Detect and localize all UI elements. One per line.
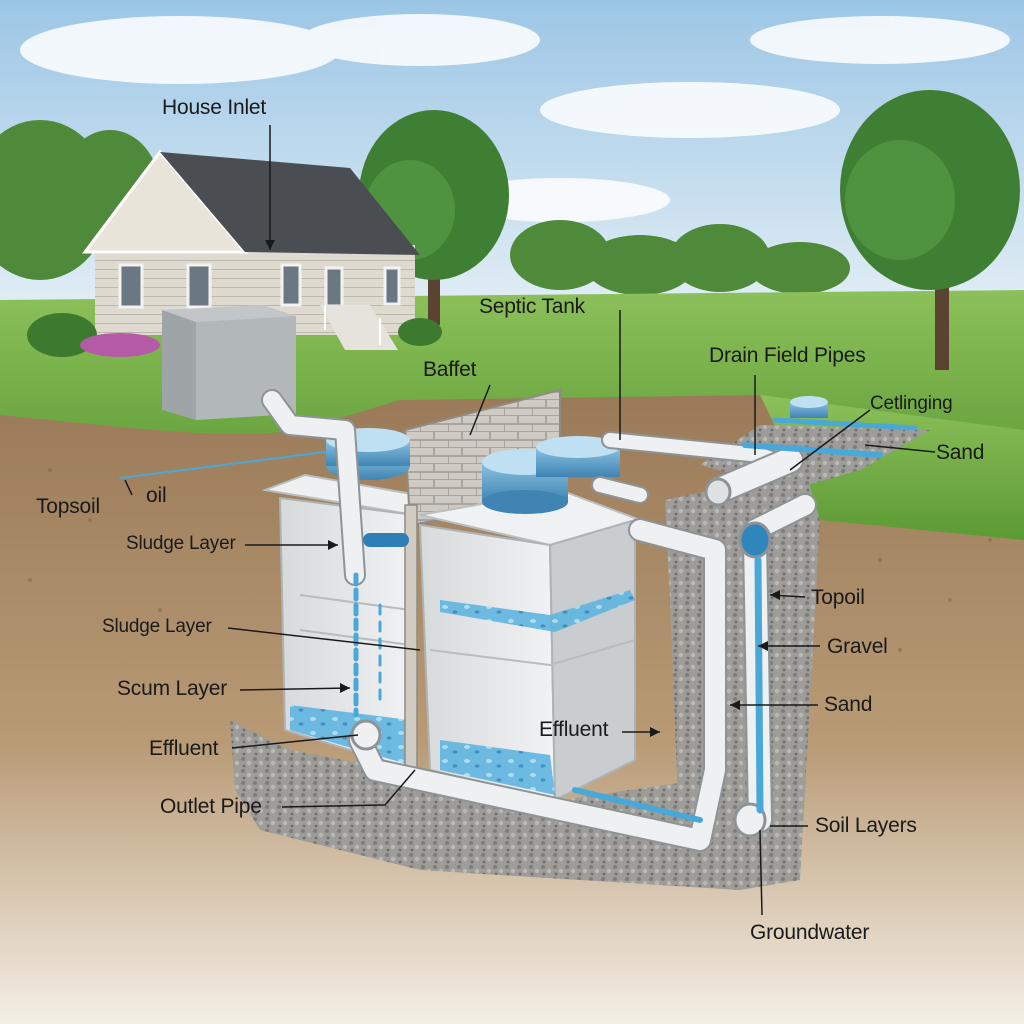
label-oil: oil	[146, 484, 167, 507]
label-sludge-layer-upper: Sludge Layer	[126, 533, 236, 554]
label-cetlinging: Cetlinging	[870, 393, 953, 414]
equipment-box	[162, 305, 296, 420]
label-sludge-layer-lower: Sludge Layer	[102, 616, 212, 637]
label-sand-right: Sand	[824, 693, 873, 716]
label-effluent-right: Effluent	[539, 718, 609, 741]
label-topsoil: Topsoil	[36, 495, 100, 518]
leader-arrowheads	[265, 240, 780, 737]
soil-speckles	[28, 468, 992, 652]
label-septic-tank: Septic Tank	[479, 295, 585, 318]
label-baffet: Baffet	[423, 358, 477, 381]
label-sand-top: Sand	[936, 441, 985, 464]
leader-lines	[124, 125, 936, 916]
label-groundwater: Groundwater	[750, 921, 870, 944]
right-tank	[418, 488, 644, 802]
baffle-post	[404, 504, 418, 776]
label-effluent-left: Effluent	[149, 737, 219, 760]
label-gravel: Gravel	[827, 635, 888, 658]
water-flows	[119, 417, 918, 823]
label-outlet-pipe: Outlet Pipe	[160, 795, 262, 818]
label-soil-layers: Soil Layers	[815, 814, 917, 837]
tree-right	[840, 90, 1020, 370]
label-scum-layer: Scum Layer	[117, 677, 228, 700]
label-drain-field-pipes: Drain Field Pipes	[709, 344, 866, 367]
label-house-inlet: House Inlet	[162, 96, 267, 119]
label-topoil: Topoil	[811, 586, 865, 609]
